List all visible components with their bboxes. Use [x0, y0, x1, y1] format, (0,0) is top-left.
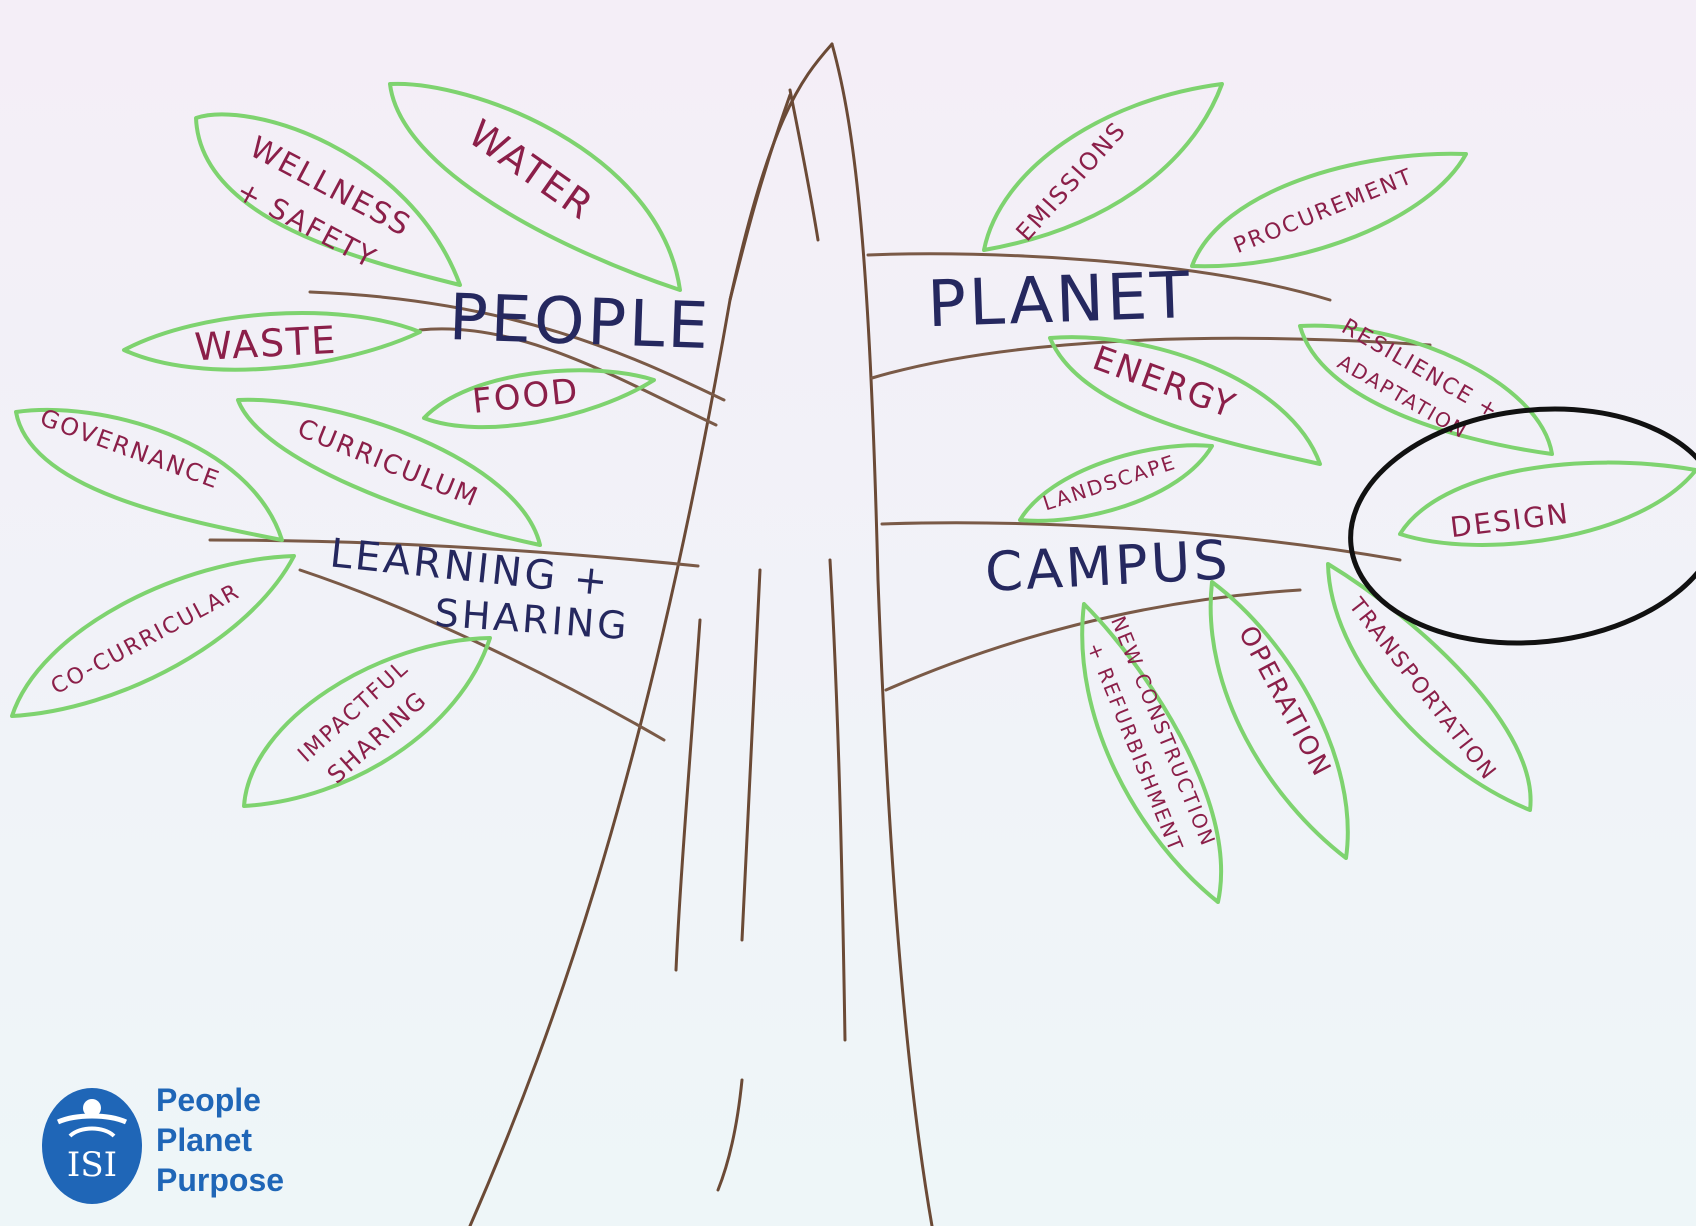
leaf-label-waste: WASTE [193, 318, 338, 369]
logo-text: People Planet Purpose [156, 1080, 284, 1200]
branch-label-campus: CAMPUS [984, 528, 1233, 604]
tree-trunk [468, 42, 934, 1226]
leaf-waste: WASTE [122, 311, 422, 372]
branch-label-people: PEOPLE [448, 281, 713, 364]
branch-label-planet: PLANET [926, 259, 1193, 342]
svg-text:ISI: ISI [67, 1145, 117, 1185]
design-highlight-ring [1348, 406, 1696, 646]
logo-line-purpose: Purpose [156, 1162, 285, 1198]
logo-line-planet: Planet [156, 1122, 253, 1158]
logo-line-people: People [156, 1082, 261, 1118]
isi-logo-mark: ISI [42, 1088, 142, 1204]
isi-logo: ISI People Planet Purpose [36, 1080, 296, 1210]
